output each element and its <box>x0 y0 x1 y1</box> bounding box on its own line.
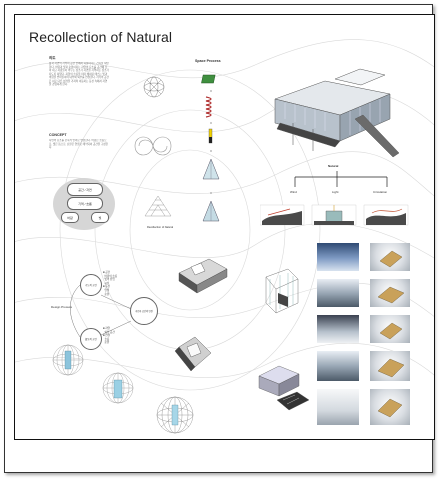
tree-child-wind: Wind <box>290 190 297 194</box>
presentation-board: Recollection of Natural 의도 삶과 자연의 기억이 공간… <box>14 14 435 440</box>
process-bubble-active: 활동적 공간 <box>80 328 102 350</box>
process-bubble-connection: 자연과 공간의 연결 <box>130 297 158 325</box>
infinity-sketch <box>134 136 172 156</box>
poster-frame: Recollection of Natural 의도 삶과 자연의 기억이 공간… <box>4 4 435 473</box>
wire-globe-3 <box>156 396 194 434</box>
tree-child-circulation: Circulation <box>373 190 388 194</box>
concept-bubble-1: 공간 / 자연 <box>67 183 103 196</box>
main-building-render <box>274 68 400 158</box>
process-flow-lines <box>70 284 132 338</box>
concept-bubble-3: 바람 <box>61 212 79 223</box>
sphere-sketch <box>143 76 165 98</box>
glass-model-render <box>265 268 299 314</box>
model-render-1 <box>178 258 228 294</box>
sketch-caption: Recollection of Natural <box>147 226 174 229</box>
wire-globe-2 <box>102 372 134 404</box>
tree-root-label: Natural <box>328 164 339 168</box>
design-process-label: Design Process <box>51 305 73 309</box>
tree-connector-lines <box>294 171 388 187</box>
photo-interior-1 <box>317 243 359 271</box>
space-process-sequence <box>201 74 220 222</box>
intro-header: 의도 <box>49 56 56 60</box>
space-process-header: Space Process <box>195 59 221 63</box>
concept-paragraph: 자연의 요소를 건축적 언어로 변환한다. 바람은 흐름으로, 빛은 틈으로, … <box>49 139 108 149</box>
photo-interior-2 <box>317 279 359 307</box>
model-render-2 <box>174 336 212 372</box>
photo-interior-4 <box>317 351 359 381</box>
tree-child-light: Light <box>332 190 339 194</box>
concept-header: CONCEPT <box>49 133 67 137</box>
grid-sketch <box>144 195 172 217</box>
process-bubble-functional: 기능적 공간 <box>80 274 102 296</box>
model-photo-overlays <box>377 250 405 418</box>
photo-interior-3 <box>317 315 359 343</box>
intro-paragraph: 삶과 자연의 기억이 공간 안에서 되살아나는 건축을 제안한다. 바람과 빛과… <box>49 62 109 86</box>
concept-bubble-2: 기억 / 흐름 <box>67 197 103 210</box>
process-notes-1: ■ 공간 바람의 흐름 빛의 유입 시선 ■ 동선 연결 순환 <box>103 271 118 296</box>
structure-model-render <box>258 365 310 411</box>
wire-globe-1 <box>52 344 84 376</box>
section-diagrams <box>260 204 409 226</box>
concept-bubble-4: 빛 <box>91 212 109 223</box>
board-title: Recollection of Natural <box>29 29 173 45</box>
photo-interior-5 <box>317 389 359 425</box>
